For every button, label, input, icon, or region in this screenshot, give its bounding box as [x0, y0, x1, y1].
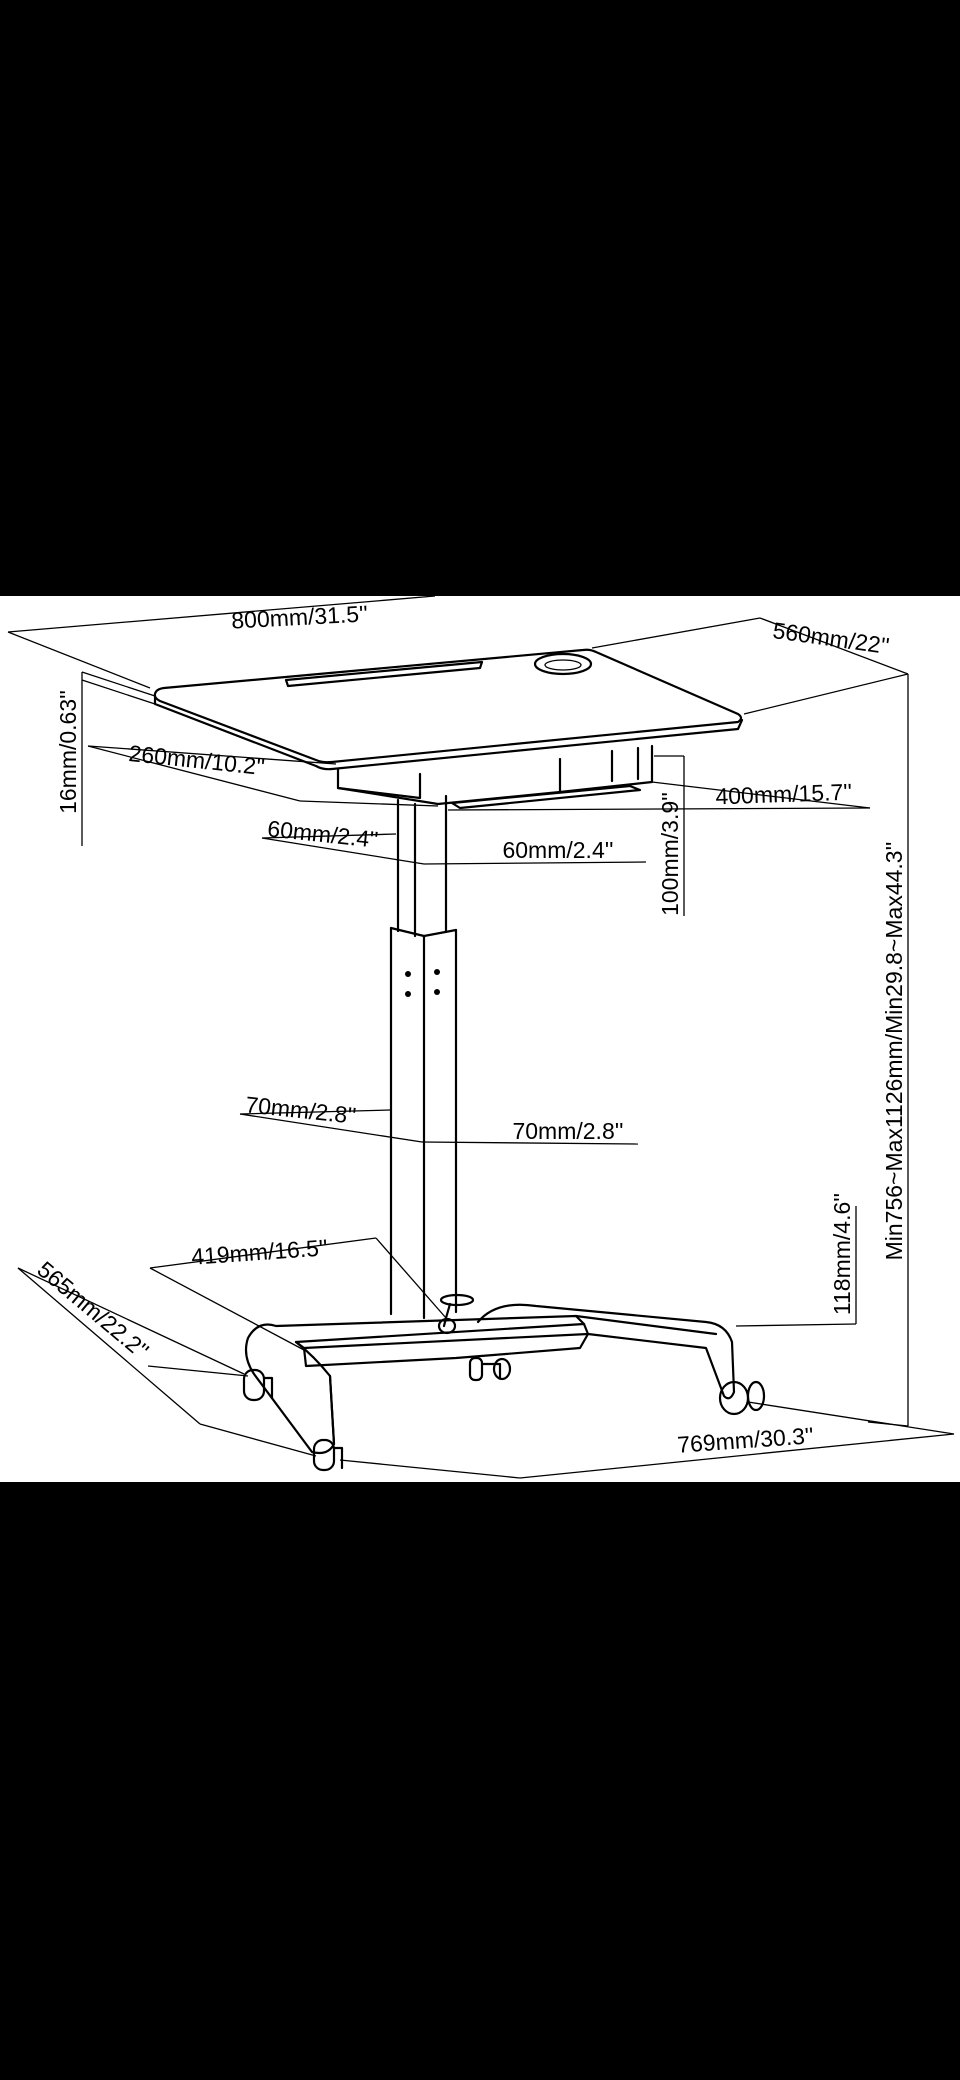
- cable-slot: [284, 660, 484, 688]
- label-pedal-width: 419mm/16.5'': [190, 1234, 328, 1269]
- keyboard-tray: [336, 744, 654, 810]
- label-top-depth: 560mm/22'': [771, 617, 891, 659]
- grommet-hole: [533, 652, 593, 676]
- label-upper-column-width: 60mm/2.4'': [502, 837, 613, 863]
- label-top-thickness: 16mm/0.63'': [55, 690, 81, 814]
- label-total-height: Min756~Max1126mm/Min29.8~Max44.3'': [881, 842, 907, 1261]
- column-bolt: [434, 969, 440, 975]
- column-bolt: [405, 991, 411, 997]
- label-tray-width: 400mm/15.7'': [715, 779, 852, 810]
- lift-column: [389, 794, 458, 1320]
- dimension-labels: 800mm/31.5'' 560mm/22'' 16mm/0.63'' 260m…: [32, 600, 907, 1457]
- desk-dimension-diagram: 800mm/31.5'' 560mm/22'' 16mm/0.63'' 260m…: [0, 596, 960, 1482]
- diagram-canvas: 800mm/31.5'' 560mm/22'' 16mm/0.63'' 260m…: [7, 596, 955, 1479]
- desk-top: [153, 648, 744, 771]
- label-tray-height: 100mm/3.9'': [657, 792, 683, 916]
- column-bolt: [434, 989, 440, 995]
- caster-front-left: [242, 1368, 274, 1402]
- label-base-height: 118mm/4.6'': [829, 1193, 855, 1315]
- label-lower-column-width: 70mm/2.8'': [512, 1118, 623, 1144]
- caster-back-right: [718, 1380, 766, 1416]
- caster-front: [312, 1438, 344, 1472]
- label-top-width: 800mm/31.5'': [231, 600, 369, 633]
- dimension-lines: [7, 596, 955, 1479]
- column-bolt: [405, 971, 411, 977]
- rolling-base: [244, 1303, 736, 1455]
- caster-middle: [468, 1356, 512, 1382]
- label-base-depth: 565mm/22.2'': [32, 1256, 153, 1364]
- label-base-width: 769mm/30.3'': [676, 1422, 814, 1457]
